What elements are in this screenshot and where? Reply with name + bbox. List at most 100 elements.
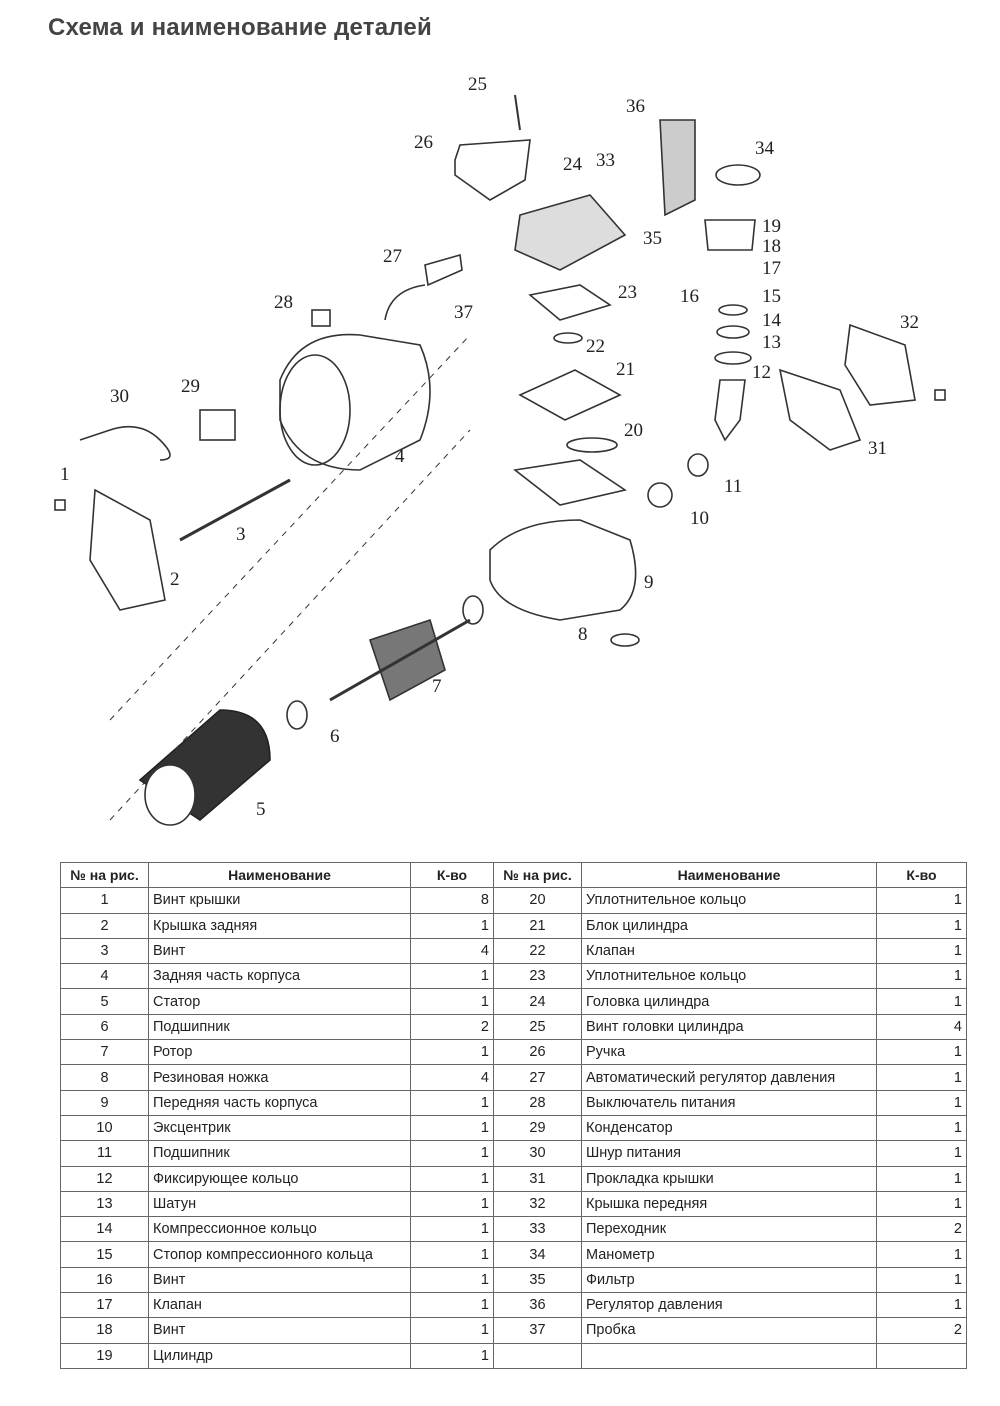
callout-label: 5 — [256, 799, 266, 820]
piston-ring-shape — [714, 351, 752, 365]
part-number-cell: 6 — [60, 1013, 149, 1041]
stator-bore — [144, 764, 196, 826]
rotor-shape — [368, 618, 446, 702]
valve-disk-shape — [553, 332, 583, 344]
dashed-guide — [109, 334, 471, 821]
rotor-shaft-shape — [329, 618, 471, 702]
part-name-cell: Компрессионное кольцо — [148, 1216, 411, 1243]
part-qty-cell: 1 — [410, 963, 494, 990]
callout-label: 29 — [181, 376, 200, 397]
part-name-cell: Фиксирующее кольцо — [148, 1165, 411, 1192]
column-header: К-во — [410, 861, 494, 889]
part-number-cell: 5 — [60, 988, 149, 1015]
callout-label: 19 — [762, 216, 781, 237]
part-name-cell: Выключатель питания — [581, 1089, 877, 1116]
small-bearing-shape — [687, 453, 709, 477]
part-number-cell: 23 — [493, 963, 582, 990]
part-name-cell: Пробка — [581, 1317, 877, 1344]
part-qty-cell: 1 — [876, 1089, 967, 1116]
part-qty-cell: 1 — [410, 988, 494, 1015]
callout-label: 37 — [454, 302, 473, 323]
part-number-cell: 33 — [493, 1216, 582, 1243]
part-qty-cell: 1 — [876, 1140, 967, 1167]
part-name-cell: Стопор компрессионного кольца — [148, 1241, 411, 1268]
part-name-cell — [581, 1342, 877, 1369]
page-title: Схема и наименование деталей — [48, 14, 432, 41]
part-qty-cell: 2 — [876, 1317, 967, 1344]
callout-label: 22 — [586, 336, 605, 357]
column-header: Наименование — [148, 861, 411, 889]
part-qty-cell: 1 — [410, 1039, 494, 1066]
callout-label: 2 — [170, 569, 180, 590]
part-number-cell: 2 — [60, 912, 149, 939]
part-number-cell: 16 — [60, 1266, 149, 1294]
part-qty-cell: 2 — [876, 1216, 967, 1243]
column-header: Наименование — [581, 861, 877, 889]
part-qty-cell: 1 — [876, 963, 967, 990]
part-number-cell: 15 — [60, 1241, 149, 1268]
part-qty-cell: 1 — [410, 1266, 494, 1294]
front-housing-shape — [489, 519, 637, 621]
part-qty-cell: 1 — [876, 1064, 967, 1091]
callout-label: 25 — [468, 74, 487, 95]
part-name-cell: Подшипник — [148, 1013, 411, 1041]
column-header: К-во — [876, 861, 967, 889]
callout-label: 15 — [762, 286, 781, 307]
handle-shape — [454, 139, 531, 201]
part-name-cell: Ротор — [148, 1039, 411, 1066]
part-qty-cell: 1 — [876, 912, 967, 939]
callout-label: 32 — [900, 312, 919, 333]
callout-label: 1 — [60, 464, 70, 485]
part-qty-cell: 1 — [876, 1292, 967, 1319]
part-qty-cell: 2 — [410, 1013, 494, 1041]
rear-housing-opening — [279, 354, 351, 466]
regulator-shape — [659, 119, 696, 217]
compression-ring-shape — [716, 325, 750, 339]
part-number-cell: 34 — [493, 1241, 582, 1268]
part-number-cell: 25 — [493, 1013, 582, 1041]
part-name-cell: Автоматический регулятор давления — [581, 1064, 877, 1091]
part-qty-cell: 1 — [410, 1317, 494, 1344]
part-number-cell: 36 — [493, 1292, 582, 1319]
rubber-foot-shape — [610, 633, 640, 647]
callout-label: 27 — [383, 246, 402, 267]
part-qty-cell: 1 — [876, 1114, 967, 1142]
callout-label: 20 — [624, 420, 643, 441]
part-qty-cell: 1 — [410, 1114, 494, 1142]
part-qty-cell: 1 — [410, 912, 494, 939]
callout-label: 16 — [680, 286, 699, 307]
bearing-shape — [462, 595, 484, 625]
head-screw-shape — [514, 94, 521, 131]
part-name-cell: Регулятор давления — [581, 1292, 877, 1319]
part-qty-cell: 1 — [876, 1039, 967, 1066]
callout-label: 24 — [563, 154, 583, 175]
eccentric-shape — [647, 482, 673, 508]
callout-label: 33 — [596, 150, 615, 171]
part-number-cell: 21 — [493, 912, 582, 939]
part-name-cell: Уплотнительное кольцо — [581, 963, 877, 990]
part-name-cell: Винт головки цилиндра — [581, 1013, 877, 1041]
callout-label: 10 — [690, 508, 709, 529]
part-name-cell: Уплотнительное кольцо — [581, 887, 877, 914]
table-header-row: № на рис. Наименование К-во № на рис. На… — [60, 861, 967, 889]
callout-label: 18 — [762, 236, 781, 257]
power-cord-shape — [79, 425, 171, 461]
pressure-gauge-shape — [715, 164, 761, 186]
part-number-cell: 26 — [493, 1039, 582, 1066]
part-name-cell: Клапан — [148, 1292, 411, 1319]
callout-label: 23 — [618, 282, 637, 303]
cylinder-head-shape — [514, 194, 627, 271]
part-name-cell: Головка цилиндра — [581, 988, 877, 1015]
part-number-cell: 32 — [493, 1190, 582, 1218]
part-name-cell: Винт — [148, 1317, 411, 1344]
valve-plate-shape — [518, 369, 622, 421]
part-number-cell: 28 — [493, 1089, 582, 1116]
part-qty-cell: 1 — [410, 1165, 494, 1192]
